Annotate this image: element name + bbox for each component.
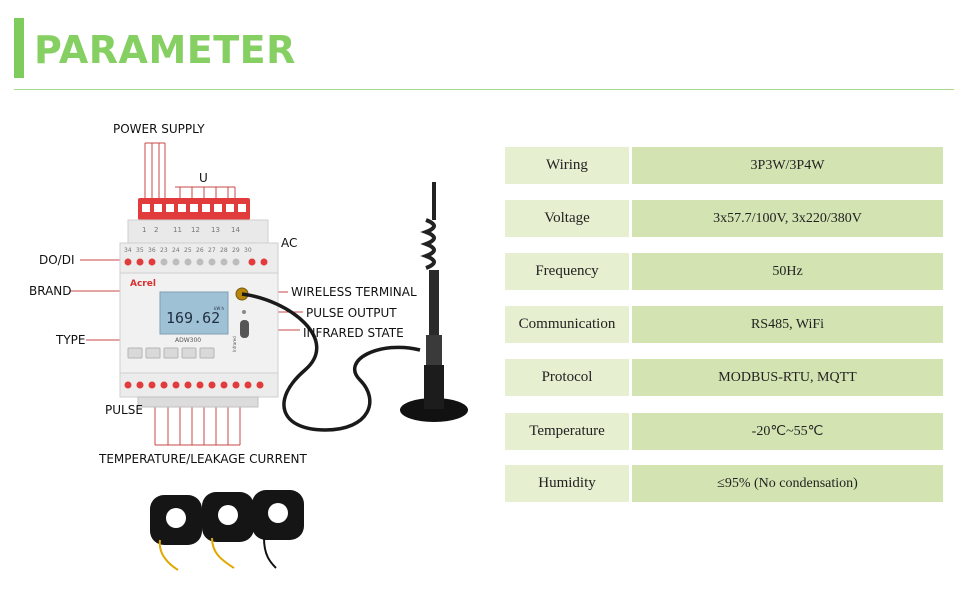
mid-terminal-number: 23	[160, 247, 168, 254]
title-divider	[14, 89, 954, 90]
param-row-voltage: Voltage 3x57.7/100V, 3x220/380V	[505, 200, 943, 237]
label-do-di: DO/DI	[39, 253, 75, 267]
label-pulse: PULSE	[105, 403, 143, 417]
mid-terminal-number: 27	[208, 247, 216, 254]
antenna-top	[432, 182, 436, 220]
param-value: -20℃~55℃	[632, 413, 943, 450]
top-terminal-number: 2	[154, 226, 158, 234]
param-value: 3P3W/3P4W	[632, 147, 943, 184]
top-terminal-number: 13	[211, 226, 220, 234]
lcd-unit: kW h	[214, 306, 225, 311]
label-infrared-state: INFRARED STATE	[303, 326, 404, 340]
label-pulse-output: PULSE OUTPUT	[306, 306, 397, 320]
antenna-magnetic-base	[400, 398, 468, 422]
mid-terminal-number: 30	[244, 247, 252, 254]
param-row-communication: Communication RS485, WiFi	[505, 306, 943, 343]
callout-leader-lines	[70, 142, 303, 446]
top-terminal-number: 14	[231, 226, 240, 234]
param-label: Communication	[505, 306, 629, 343]
param-value: ≤95% (No condensation)	[632, 465, 943, 502]
top-terminal-number: 1	[142, 226, 146, 234]
label-wireless-terminal: WIRELESS TERMINAL	[291, 285, 417, 299]
param-value: MODBUS-RTU, MQTT	[632, 359, 943, 396]
param-label: Protocol	[505, 359, 629, 396]
brand-logo-text: Acrel	[130, 279, 156, 289]
lcd-display	[159, 291, 229, 335]
model-text: ADW300	[175, 337, 201, 344]
mid-terminal-number: 29	[232, 247, 240, 254]
param-label: Voltage	[505, 200, 629, 237]
top-terminal-number: 11	[173, 226, 182, 234]
antenna-coil	[420, 218, 436, 270]
mid-terminal-number: 34	[124, 247, 132, 254]
mid-terminal-number: 36	[148, 247, 156, 254]
antenna-mast	[429, 270, 439, 365]
mid-terminal-number: 28	[220, 247, 228, 254]
page-title: PARAMETER	[34, 28, 296, 72]
param-row-protocol: Protocol MODBUS-RTU, MQTT	[505, 359, 943, 396]
current-transformer-clamps	[150, 490, 304, 571]
param-row-temperature: Temperature -20℃~55℃	[505, 413, 943, 450]
side-text: Infrared	[232, 336, 237, 352]
label-temperature-leakage: TEMPERATURE/LEAKAGE CURRENT	[99, 452, 307, 466]
antenna-cable	[241, 292, 421, 432]
label-ac: AC	[281, 236, 298, 250]
antenna-base-sleeve	[426, 335, 442, 365]
param-label: Frequency	[505, 253, 629, 290]
param-label: Humidity	[505, 465, 629, 502]
mid-terminal-number: 24	[172, 247, 180, 254]
lcd-reading: 169.62	[166, 309, 220, 327]
mid-terminal-number: 35	[136, 247, 144, 254]
param-value: 50Hz	[632, 253, 943, 290]
param-value: RS485, WiFi	[632, 306, 943, 343]
label-brand: BRAND	[29, 284, 72, 298]
middle-terminal-strip	[119, 242, 279, 274]
din-clip	[137, 396, 259, 408]
param-value: 3x57.7/100V, 3x220/380V	[632, 200, 943, 237]
meter-device-illustration: 1 2 11 12 13 14 34 35 36 23 24 25 26 27 …	[70, 142, 468, 571]
param-label: Wiring	[505, 147, 629, 184]
param-label: Temperature	[505, 413, 629, 450]
title-accent-bar	[14, 18, 24, 78]
label-type: TYPE	[56, 333, 86, 347]
top-terminal-number: 12	[191, 226, 200, 234]
label-u: U	[199, 171, 208, 185]
mid-terminal-number: 26	[196, 247, 204, 254]
param-row-humidity: Humidity ≤95% (No condensation)	[505, 465, 943, 502]
label-power-supply: POWER SUPPLY	[113, 122, 205, 136]
param-row-wiring: Wiring 3P3W/3P4W	[505, 147, 943, 184]
param-row-frequency: Frequency 50Hz	[505, 253, 943, 290]
mid-terminal-number: 25	[184, 247, 192, 254]
infrared-window	[240, 320, 249, 338]
